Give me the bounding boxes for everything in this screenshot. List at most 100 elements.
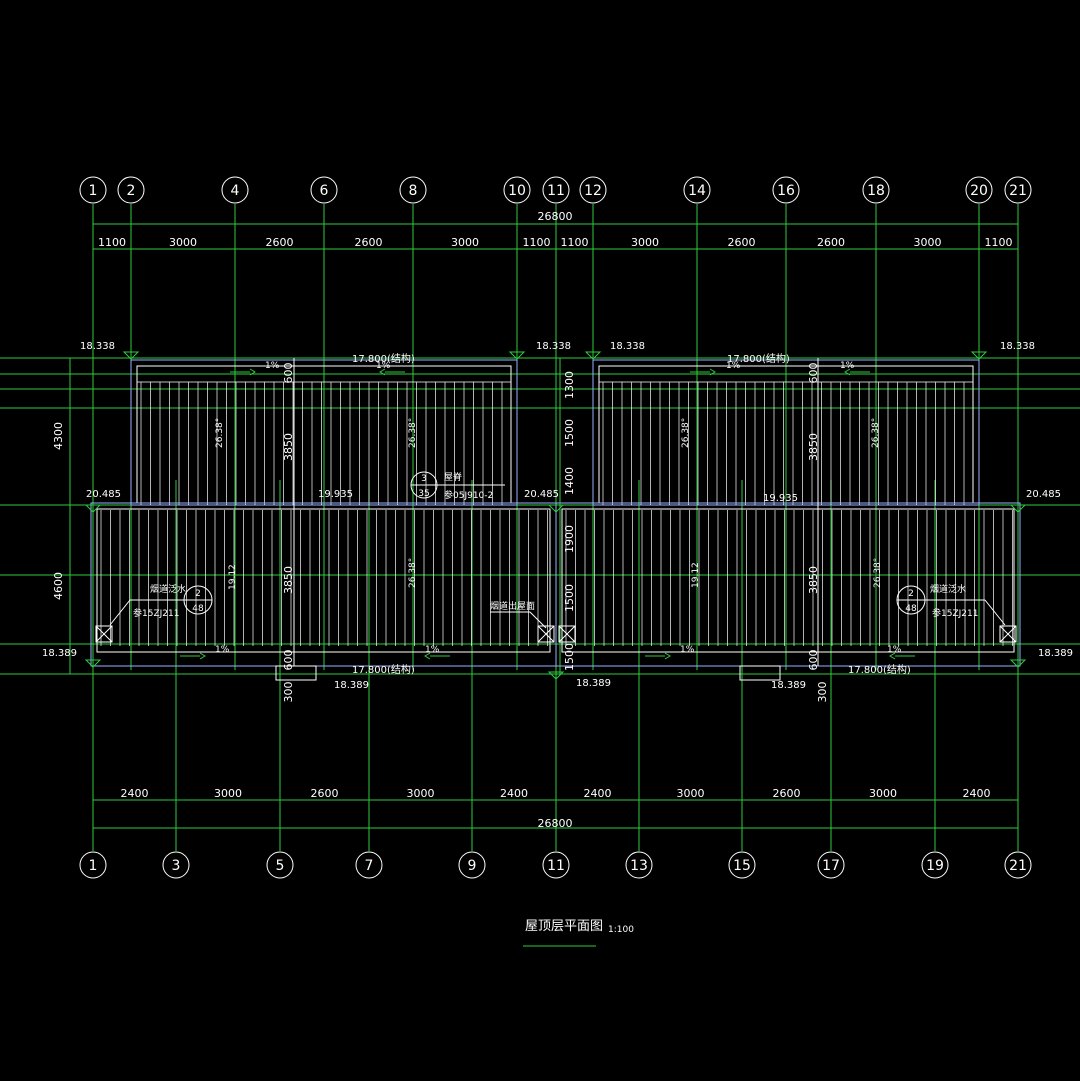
top-dim-segment: 2600 <box>817 236 845 249</box>
axis-bubble-bottom: 5 <box>266 851 294 879</box>
slope-angle: 26.38° <box>408 418 418 448</box>
elevation-marker <box>508 351 526 360</box>
top-total-dim: 26800 <box>538 210 573 223</box>
elev-bottom-right: 18.389 <box>1038 648 1073 659</box>
axis-bubble-top: 18 <box>862 176 890 204</box>
bottom-dim-segment: 2400 <box>584 787 612 800</box>
axis-label: 12 <box>584 183 602 199</box>
elev-bottom-left: 18.389 <box>42 648 77 659</box>
elev-mid-center: 20.485 <box>524 489 559 500</box>
axis-bubble-top: 16 <box>772 176 800 204</box>
elev-bottom-l1: 18.389 <box>334 680 369 691</box>
mid-dim-5: 1500 <box>563 584 576 612</box>
mid-dim-4: 1900 <box>563 525 576 553</box>
axis-label: 5 <box>276 858 285 874</box>
axis-bubble-top: 14 <box>683 176 711 204</box>
elevation-marker <box>584 351 602 360</box>
axis-label: 4 <box>231 183 240 199</box>
flue-label: 烟道泛水 <box>150 583 186 595</box>
elev-mid-left: 20.485 <box>86 489 121 500</box>
slope-label: 1% <box>265 361 280 371</box>
axis-label: 1 <box>89 183 98 199</box>
inner-dim-7: 3850 <box>807 433 820 461</box>
axis-label: 11 <box>547 858 565 874</box>
roof-outline <box>84 351 1027 681</box>
top-dim-segment: 3000 <box>914 236 942 249</box>
detail-callout-ridge: 3 35 屋脊 参05J910-2 <box>410 471 505 501</box>
axis-label: 9 <box>468 858 477 874</box>
flue-num: 2 <box>908 589 914 599</box>
bottom-dim-segment: 2600 <box>773 787 801 800</box>
axis-label: 21 <box>1009 183 1027 199</box>
axis-bubble-top: 10 <box>503 176 531 204</box>
axis-bubble-top: 1 <box>79 176 107 204</box>
inner-dim-3: 3850 <box>282 566 295 594</box>
elev-bottom-ridge-left: 17.800(结构) <box>352 663 415 676</box>
bottom-dim-segment: 3000 <box>677 787 705 800</box>
slope-angle-low: 26.38° <box>873 558 883 588</box>
flue-sheet: 48 <box>192 604 204 614</box>
detail-sheet: 35 <box>418 489 429 499</box>
flue-callout-right: 2 48 烟道泛水 参15ZJ211 <box>896 583 1006 626</box>
slope-angle-low: 19.12 <box>228 564 238 590</box>
mid-dim-3: 1400 <box>563 467 576 495</box>
left-dim-lower: 4600 <box>52 572 65 600</box>
slope-label: 1% <box>726 361 741 371</box>
drawing-scale: 1:100 <box>608 925 634 935</box>
axis-bubble-top: 4 <box>221 176 249 204</box>
axis-label: 13 <box>630 858 648 874</box>
axis-bubble-bottom: 7 <box>355 851 383 879</box>
axis-label: 2 <box>127 183 136 199</box>
bottom-total-dim: 26800 <box>538 817 573 830</box>
elev-top-mid-right: 18.338 <box>610 341 645 352</box>
flue-ref: 参15ZJ211 <box>133 607 179 619</box>
axis-bubble-bottom: 13 <box>625 851 653 879</box>
axis-bubble-top: 2 <box>117 176 145 204</box>
bottom-dim-segment: 2400 <box>500 787 528 800</box>
axis-label: 11 <box>547 183 565 199</box>
axis-bubble-bottom: 1 <box>79 851 107 879</box>
elev-top-right: 18.338 <box>1000 341 1035 352</box>
bottom-dim-segment: 2400 <box>121 787 149 800</box>
elevation-marker <box>1009 659 1027 668</box>
inner-dim-5: 300 <box>282 682 295 703</box>
axis-label: 6 <box>320 183 329 199</box>
mid-dim-6: 1500 <box>563 643 576 671</box>
top-dim-segment: 3000 <box>631 236 659 249</box>
axis-label: 20 <box>970 183 988 199</box>
elev-inner-right: 19.935 <box>763 493 798 504</box>
slope-label: 1% <box>425 645 440 655</box>
left-dim-upper: 4300 <box>52 422 65 450</box>
inner-dim-1: 600 <box>282 363 295 384</box>
elev-ridge-right: 17.800(结构) <box>727 352 790 365</box>
axis-label: 19 <box>926 858 944 874</box>
axis-label: 7 <box>365 858 374 874</box>
elev-bottom-c: 18.389 <box>576 678 611 689</box>
flue-box <box>95 625 113 643</box>
axis-bubble-bottom: 17 <box>817 851 845 879</box>
axis-bubble-top: 20 <box>965 176 993 204</box>
axis-bubble-top: 6 <box>310 176 338 204</box>
axis-label: 15 <box>733 858 751 874</box>
top-dim-segment: 3000 <box>169 236 197 249</box>
elevation-marker <box>84 504 102 513</box>
flue-label: 烟道泛水 <box>930 583 966 595</box>
bottom-dim-segment: 3000 <box>214 787 242 800</box>
axis-bubble-top: 8 <box>399 176 427 204</box>
top-dim-segment: 2600 <box>355 236 383 249</box>
axis-bubble-top: 12 <box>579 176 607 204</box>
flue-box <box>537 625 555 643</box>
flue-outlet-callout: 烟道出屋面 <box>490 600 547 629</box>
axis-label: 16 <box>777 183 795 199</box>
inner-dim-8: 3850 <box>807 566 820 594</box>
elev-top-left: 18.338 <box>80 341 115 352</box>
elev-bottom-ridge-right: 17.800(结构) <box>848 663 911 676</box>
elev-bottom-r1: 18.389 <box>771 680 806 691</box>
slope-angle: 26.38° <box>871 418 881 448</box>
top-dim-segment: 1100 <box>98 236 126 249</box>
elevation-marker <box>547 671 565 680</box>
axis-bubble-bottom: 9 <box>458 851 486 879</box>
detail-ref: 参05J910-2 <box>444 489 493 501</box>
